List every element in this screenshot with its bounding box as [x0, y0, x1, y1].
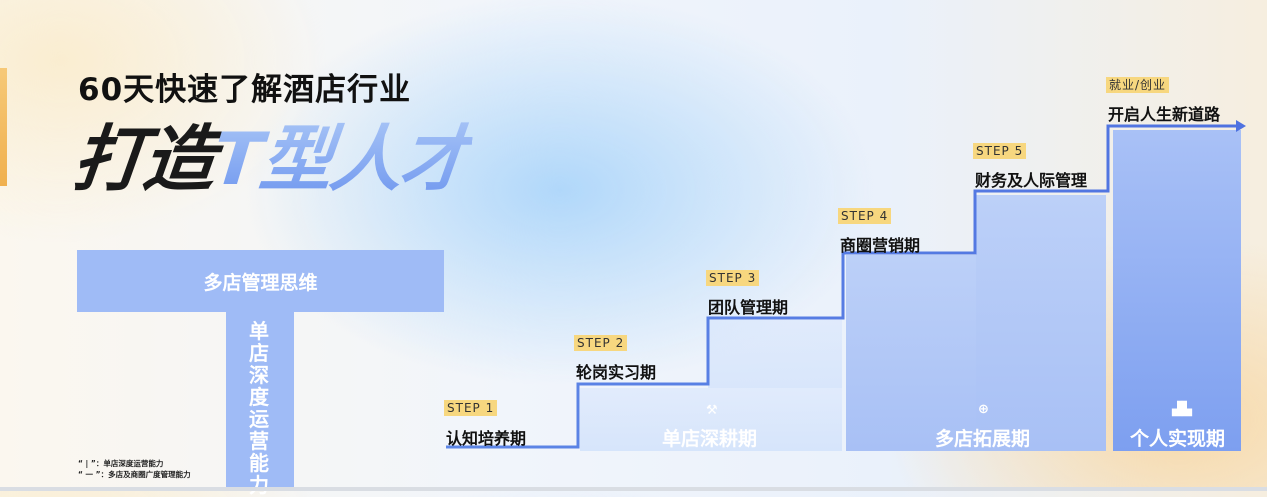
zone-single-store-upper [708, 320, 842, 388]
step-name-6: 开启人生新道路 [1108, 105, 1221, 124]
page-title: 60天快速了解酒店行业 [78, 72, 412, 108]
zone-label-multi: 多店拓展期 [935, 428, 1031, 450]
page-slogan: 打造T型人才 [68, 100, 476, 205]
accent-bar [0, 68, 7, 186]
podium-icon: ▟▙ [1172, 402, 1192, 417]
step-name-2: 轮岗实习期 [576, 363, 657, 382]
step-tag-5: STEP 5 [973, 143, 1027, 159]
t-vertical-label: 单店深度运营能力 [249, 319, 269, 497]
slogan-blue-text: T型人才 [208, 117, 475, 201]
t-horizontal-label: 多店管理思维 [203, 271, 318, 294]
slogan-dark-text: 打造 [68, 117, 218, 201]
t-horizontal-bar: 多店管理思维 [77, 250, 444, 312]
note-horizontal: “ 一 ”：多店及商圈广度管理能力 [78, 470, 191, 479]
step-name-3: 团队管理期 [708, 298, 789, 317]
step-tag-2: STEP 2 [574, 335, 628, 351]
step-tag-4: STEP 4 [838, 208, 892, 224]
step-name-4: 商圈营销期 [840, 236, 921, 255]
bottom-divider [0, 487, 1267, 491]
step-tag-1: STEP 1 [444, 400, 498, 416]
step-name-5: 财务及人际管理 [975, 171, 1088, 190]
step-tag-3: STEP 3 [706, 270, 760, 286]
hammer-icon: ⚒ [706, 403, 718, 418]
note-vertical: “ | ”：单店深度运营能力 [78, 459, 164, 468]
step-name-1: 认知培养期 [446, 429, 527, 448]
plus-circle-icon: ⊕ [978, 402, 989, 417]
t-vertical-bar: 单店深度运营能力 [226, 312, 294, 496]
zone-multi-store [846, 255, 976, 451]
zone-label-single: 单店深耕期 [662, 428, 758, 450]
zone-label-personal: 个人实现期 [1130, 428, 1226, 450]
zone-multi-store-upper [976, 195, 1106, 451]
step-tag-6: 就业/创业 [1106, 77, 1170, 93]
